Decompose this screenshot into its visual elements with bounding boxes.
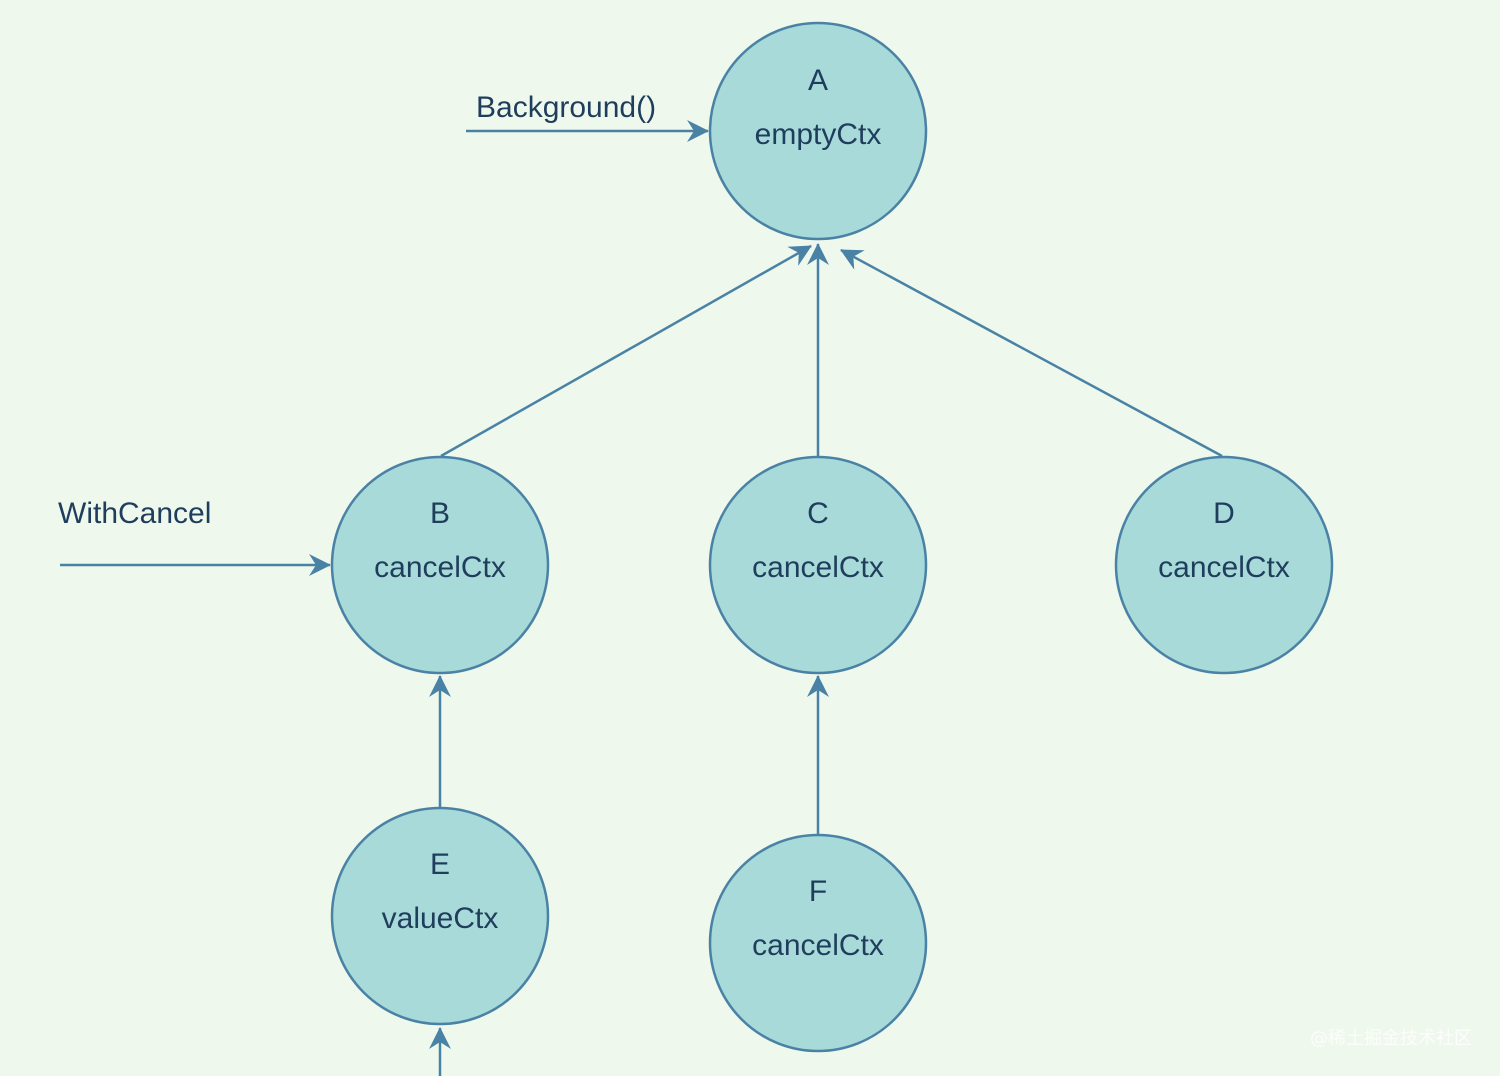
edge-d-to-a xyxy=(840,248,1223,458)
node-f-letter: F xyxy=(809,875,827,908)
node-b: B cancelCtx xyxy=(330,455,550,675)
node-b-type: cancelCtx xyxy=(374,551,506,584)
node-a-type: emptyCtx xyxy=(755,118,882,151)
node-e-letter: E xyxy=(430,848,450,881)
node-d-type: cancelCtx xyxy=(1158,551,1290,584)
node-e-type: valueCtx xyxy=(382,902,499,935)
node-a: A emptyCtx xyxy=(708,21,928,241)
edges xyxy=(429,243,1223,1076)
node-f-type: cancelCtx xyxy=(752,929,884,962)
withcancel-label: WithCancel xyxy=(58,497,211,530)
node-c: C cancelCtx xyxy=(708,455,928,675)
external-inputs: Background() WithCancel xyxy=(58,91,709,576)
node-d: D cancelCtx xyxy=(1114,455,1334,675)
edge-b-to-a xyxy=(440,244,812,458)
background-label: Background() xyxy=(476,91,656,124)
node-b-letter: B xyxy=(430,497,450,530)
node-e: E valueCtx xyxy=(330,806,550,1026)
node-c-type: cancelCtx xyxy=(752,551,884,584)
node-f: F cancelCtx xyxy=(708,833,928,1053)
watermark: @稀土掘金技术社区 xyxy=(1310,1028,1472,1049)
node-c-letter: C xyxy=(807,497,829,530)
node-d-letter: D xyxy=(1213,497,1235,530)
node-a-letter: A xyxy=(808,64,828,97)
